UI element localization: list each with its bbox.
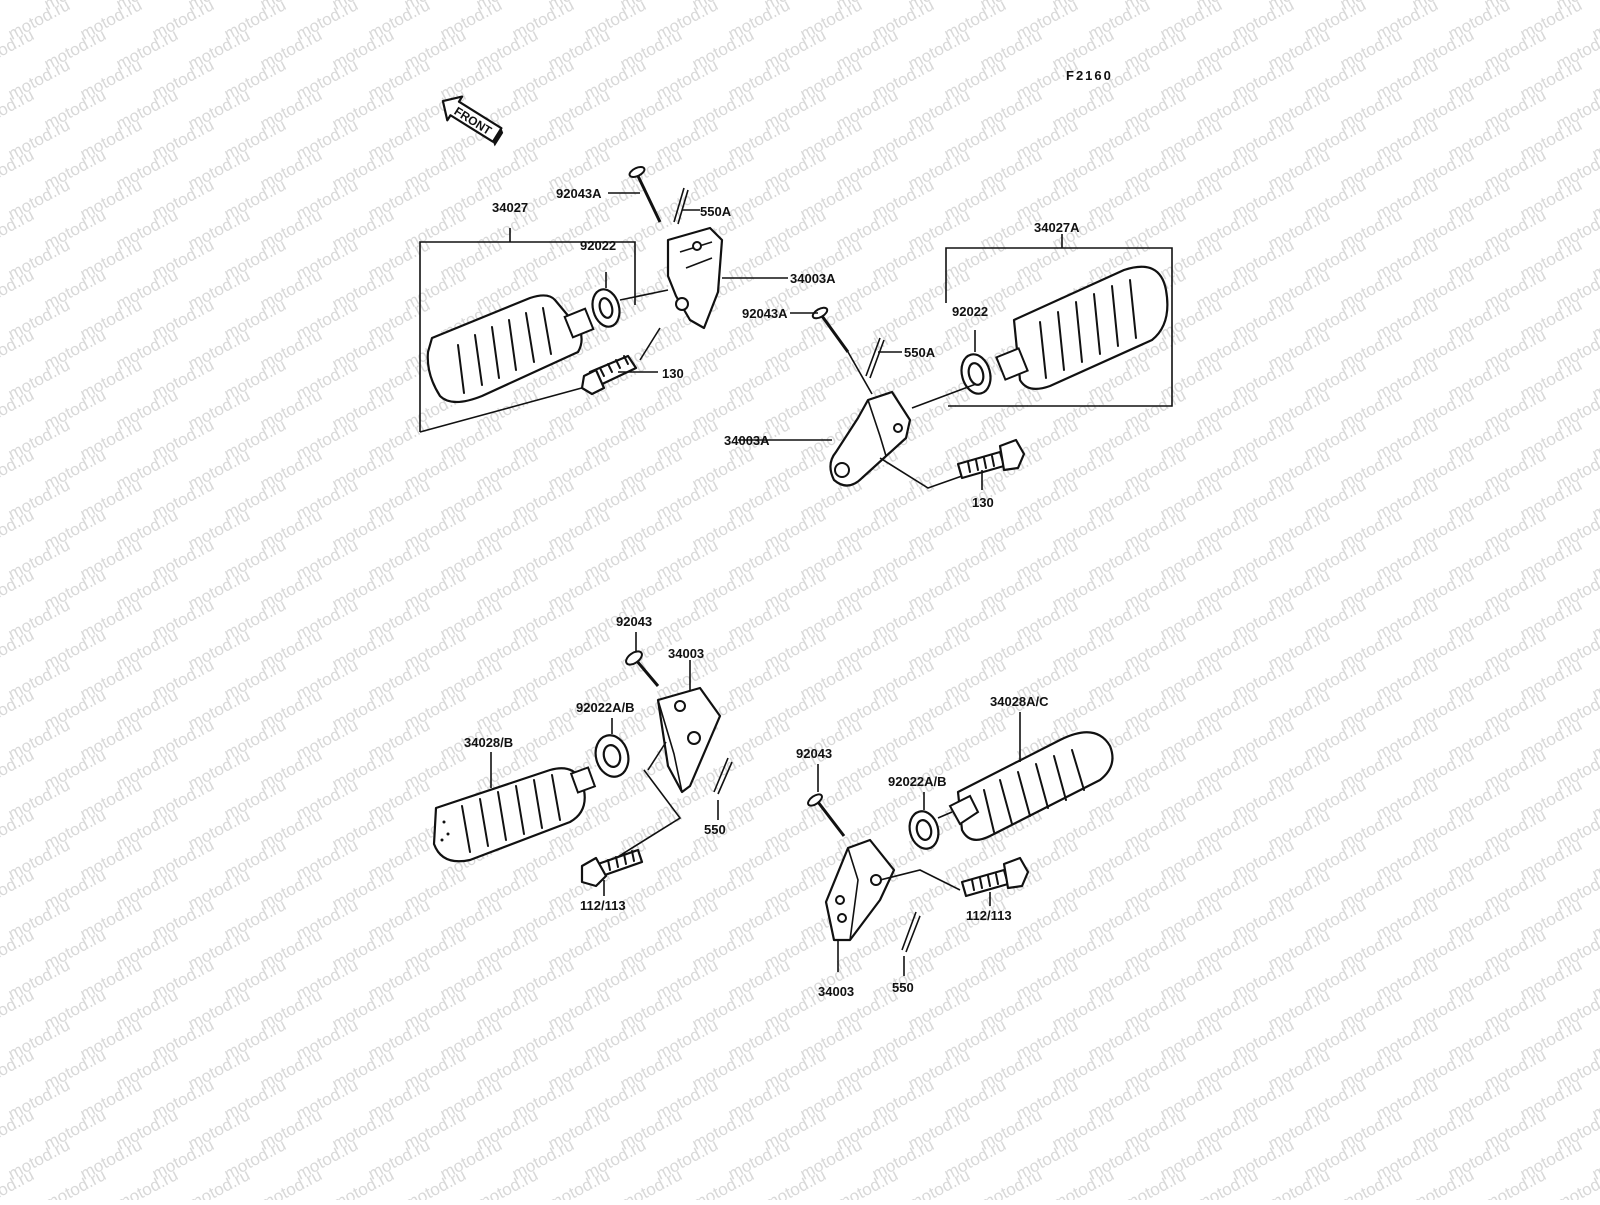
- label-34028AC: 34028A/C: [990, 694, 1049, 709]
- watermark-text: motod.ru: [761, 1165, 829, 1200]
- watermark-text: motod.ru: [0, 865, 37, 913]
- watermark-text: motod.ru: [905, 1165, 973, 1200]
- watermark-text: motod.ru: [1193, 1165, 1261, 1200]
- label-92022AB-c: 92022A/B: [576, 700, 635, 715]
- watermark-text: motod.ru: [329, 1165, 397, 1200]
- watermark-text: motod.ru: [0, 805, 37, 853]
- watermark-text: motod.ru: [0, 385, 37, 433]
- watermark-text: motod.ru: [0, 685, 37, 733]
- watermark-text: motod.ru: [0, 625, 37, 673]
- watermark-text: motod.ru: [0, 145, 37, 193]
- label-92043A-b: 92043A: [742, 306, 788, 321]
- label-92043A-a: 92043A: [556, 186, 602, 201]
- watermark-text: motod.ru: [0, 205, 37, 253]
- watermark-text: motod.ru: [0, 25, 37, 73]
- watermark-text: motod.ru: [0, 565, 37, 613]
- watermark-text: motod.ru: [0, 775, 1, 823]
- watermark-text: motod.ru: [1265, 1165, 1333, 1200]
- watermark-text: motod.ru: [41, 1165, 109, 1200]
- label-112113-c: 112/113: [580, 898, 626, 913]
- figure-code: F2160: [1066, 68, 1113, 83]
- watermark-text: motod.ru: [0, 1015, 1, 1063]
- label-550A-b: 550A: [904, 345, 936, 360]
- watermark-text: motod.ru: [0, 925, 37, 973]
- watermark-text: motod.ru: [0, 745, 37, 793]
- watermark-text: motod.ru: [977, 1165, 1045, 1200]
- watermark-text: motod.ru: [0, 595, 1, 643]
- watermark-text: motod.ru: [0, 715, 1, 763]
- watermark-text: motod.ru: [0, 535, 1, 583]
- watermark-text: motod.ru: [0, 1105, 37, 1153]
- label-92022AB-d: 92022A/B: [888, 774, 947, 789]
- watermark-text: motod.ru: [0, 985, 37, 1033]
- watermark-text: motod.ru: [0, 445, 37, 493]
- watermark-text: motod.ru: [0, 355, 1, 403]
- watermark-text: motod.ru: [0, 55, 1, 103]
- watermark-text: motod.ru: [113, 1165, 181, 1200]
- watermark-text: motod.ru: [0, 175, 1, 223]
- watermark-text: motod.ru: [0, 895, 1, 943]
- label-34028B: 34028/B: [464, 735, 513, 750]
- label-92022-a: 92022: [580, 238, 616, 253]
- watermark-text: motod.ru: [689, 1165, 757, 1200]
- watermark-text: motod.ru: [833, 1165, 901, 1200]
- watermark-text: motod.ru: [473, 1165, 541, 1200]
- watermark-text: motod.ru: [0, 475, 1, 523]
- label-550A-a: 550A: [700, 204, 732, 219]
- watermark-text: motod.ru: [1049, 1165, 1117, 1200]
- watermark-text: motod.ru: [0, 1045, 37, 1093]
- watermark-text: motod.ru: [1481, 1165, 1549, 1200]
- watermark-text: motod.ru: [545, 1165, 613, 1200]
- label-112113-d: 112/113: [966, 908, 1012, 923]
- label-34027A: 34027A: [1034, 220, 1080, 235]
- watermark-text: motod.ru: [617, 1165, 685, 1200]
- watermark-text: motod.ru: [0, 1135, 1, 1183]
- label-130-a: 130: [662, 366, 684, 381]
- watermark-text: motod.ru: [1337, 1165, 1405, 1200]
- watermark-text: motod.ru: [0, 655, 1, 703]
- label-34003A-b: 34003A: [724, 433, 770, 448]
- watermark-text: motod.ru: [1409, 1165, 1477, 1200]
- watermark-text: motod.ru: [0, 325, 37, 373]
- watermark-text: motod.ru: [0, 295, 1, 343]
- watermark-text: motod.ru: [0, 415, 1, 463]
- label-34003-d: 34003: [818, 984, 854, 999]
- label-34027: 34027: [492, 200, 528, 215]
- label-92043-c: 92043: [616, 614, 652, 629]
- watermark-text: motod.ru: [0, 505, 37, 553]
- watermark-text: motod.ru: [1121, 1165, 1189, 1200]
- label-130-b: 130: [972, 495, 994, 510]
- label-550-c: 550: [704, 822, 726, 837]
- label-550-d: 550: [892, 980, 914, 995]
- watermark-text: motod.ru: [401, 1165, 469, 1200]
- watermark-text: motod.ru: [0, 265, 37, 313]
- watermark-text: motod.ru: [257, 1165, 325, 1200]
- label-34003A-a: 34003A: [790, 271, 836, 286]
- label-92043-d: 92043: [796, 746, 832, 761]
- watermark-text: motod.ru: [0, 955, 1, 1003]
- watermark-text: motod.ru: [0, 835, 1, 883]
- watermark-text: motod.ru: [0, 1075, 1, 1123]
- watermark-text: motod.ru: [0, 85, 37, 133]
- watermark-text: motod.ru: [0, 0, 1, 44]
- label-92022-b: 92022: [952, 304, 988, 319]
- watermark-text: motod.ru: [0, 235, 1, 283]
- watermark-text: motod.ru: [0, 115, 1, 163]
- label-34003-c: 34003: [668, 646, 704, 661]
- watermark-text: motod.ru: [185, 1165, 253, 1200]
